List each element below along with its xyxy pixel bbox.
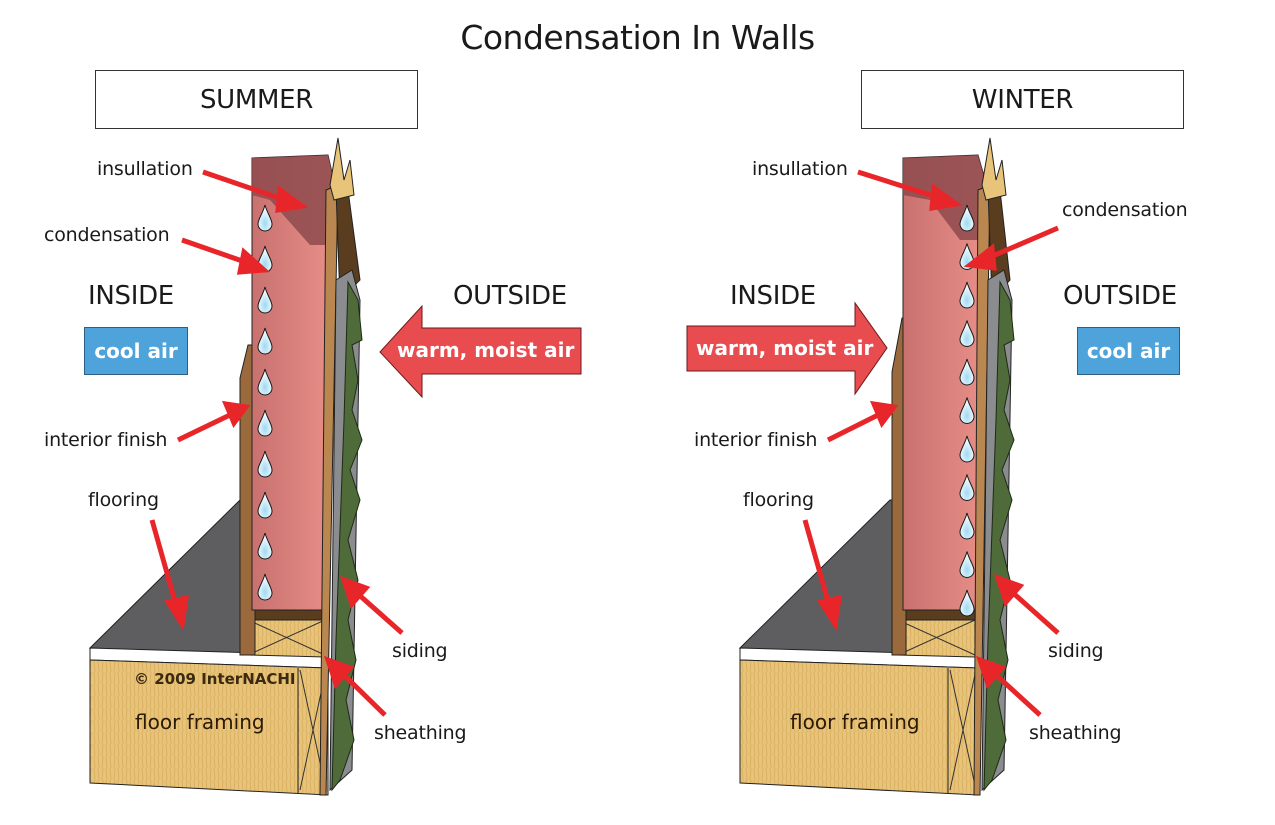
warm-moist-air-arrow-winter: [686, 301, 888, 396]
label-condensation-summer: condensation: [44, 224, 170, 246]
arrow-flooring: [802, 519, 843, 631]
water-droplet-icon: [257, 409, 273, 437]
water-droplet-icon: [959, 358, 975, 386]
water-droplet-icon: [257, 368, 273, 396]
droplets: [959, 204, 975, 617]
warm-moist-air-label-summer: warm, moist air: [397, 338, 575, 362]
arrow-interior-finish: [826, 400, 899, 443]
label-outside-summer: OUTSIDE: [453, 281, 567, 311]
water-droplet-icon: [257, 204, 273, 232]
arrow-sheathing: [975, 655, 1042, 717]
water-droplet-icon: [959, 551, 975, 578]
arrow-condensation: [963, 225, 1059, 271]
label-sheathing-winter: sheathing: [1029, 722, 1122, 744]
label-condensation-winter: condensation: [1062, 199, 1188, 221]
arrow-sheathing: [323, 655, 387, 717]
arrow-condensation: [181, 237, 270, 275]
diagram-title: Condensation In Walls: [460, 18, 815, 57]
water-droplet-icon: [959, 204, 975, 232]
label-siding-summer: siding: [392, 640, 448, 662]
cool-air-box-winter: cool air: [1077, 327, 1180, 375]
arrow-insulation: [202, 169, 309, 214]
water-droplet-icon: [257, 532, 273, 560]
arrow-insulation: [857, 169, 963, 212]
warm-moist-air-label-winter: warm, moist air: [696, 336, 874, 360]
label-inside-summer: INSIDE: [88, 281, 174, 311]
season-header-summer: SUMMER: [95, 70, 418, 129]
arrow-flooring: [149, 519, 190, 631]
label-inside-winter: INSIDE: [730, 281, 816, 311]
label-interior-finish-winter: interior finish: [694, 429, 818, 451]
season-header-winter: WINTER: [861, 70, 1184, 129]
label-sheathing-summer: sheathing: [374, 722, 467, 744]
label-flooring-winter: flooring: [743, 489, 814, 511]
floor-framing: [89, 659, 329, 796]
water-droplet-icon: [959, 512, 975, 540]
label-floor-framing-winter: floor framing: [790, 710, 920, 734]
arrow-interior-finish: [176, 400, 251, 443]
label-insulation-winter: insullation: [752, 158, 848, 180]
label-flooring-summer: flooring: [88, 489, 159, 511]
water-droplet-icon: [257, 573, 273, 601]
water-droplet-icon: [959, 589, 975, 617]
water-droplet-icon: [257, 327, 273, 355]
water-droplet-icon: [257, 450, 273, 478]
droplets: [257, 204, 273, 601]
water-droplet-icon: [959, 397, 975, 424]
warm-moist-air-arrow-summer: [379, 304, 582, 399]
water-droplet-icon: [959, 320, 975, 347]
label-interior-finish-summer: interior finish: [44, 429, 168, 451]
water-droplet-icon: [959, 474, 975, 501]
copyright-notice: © 2009 InterNACHI: [134, 670, 296, 688]
water-droplet-icon: [959, 435, 975, 463]
label-siding-winter: siding: [1048, 640, 1104, 662]
water-droplet-icon: [959, 281, 975, 309]
arrow-siding: [339, 575, 404, 635]
label-outside-winter: OUTSIDE: [1063, 281, 1177, 311]
water-droplet-icon: [257, 491, 273, 519]
label-insulation-summer: insullation: [97, 158, 193, 180]
arrow-siding: [993, 573, 1060, 635]
label-floor-framing-summer: floor framing: [135, 710, 265, 734]
cool-air-box-summer: cool air: [84, 327, 188, 375]
water-droplet-icon: [257, 286, 273, 314]
